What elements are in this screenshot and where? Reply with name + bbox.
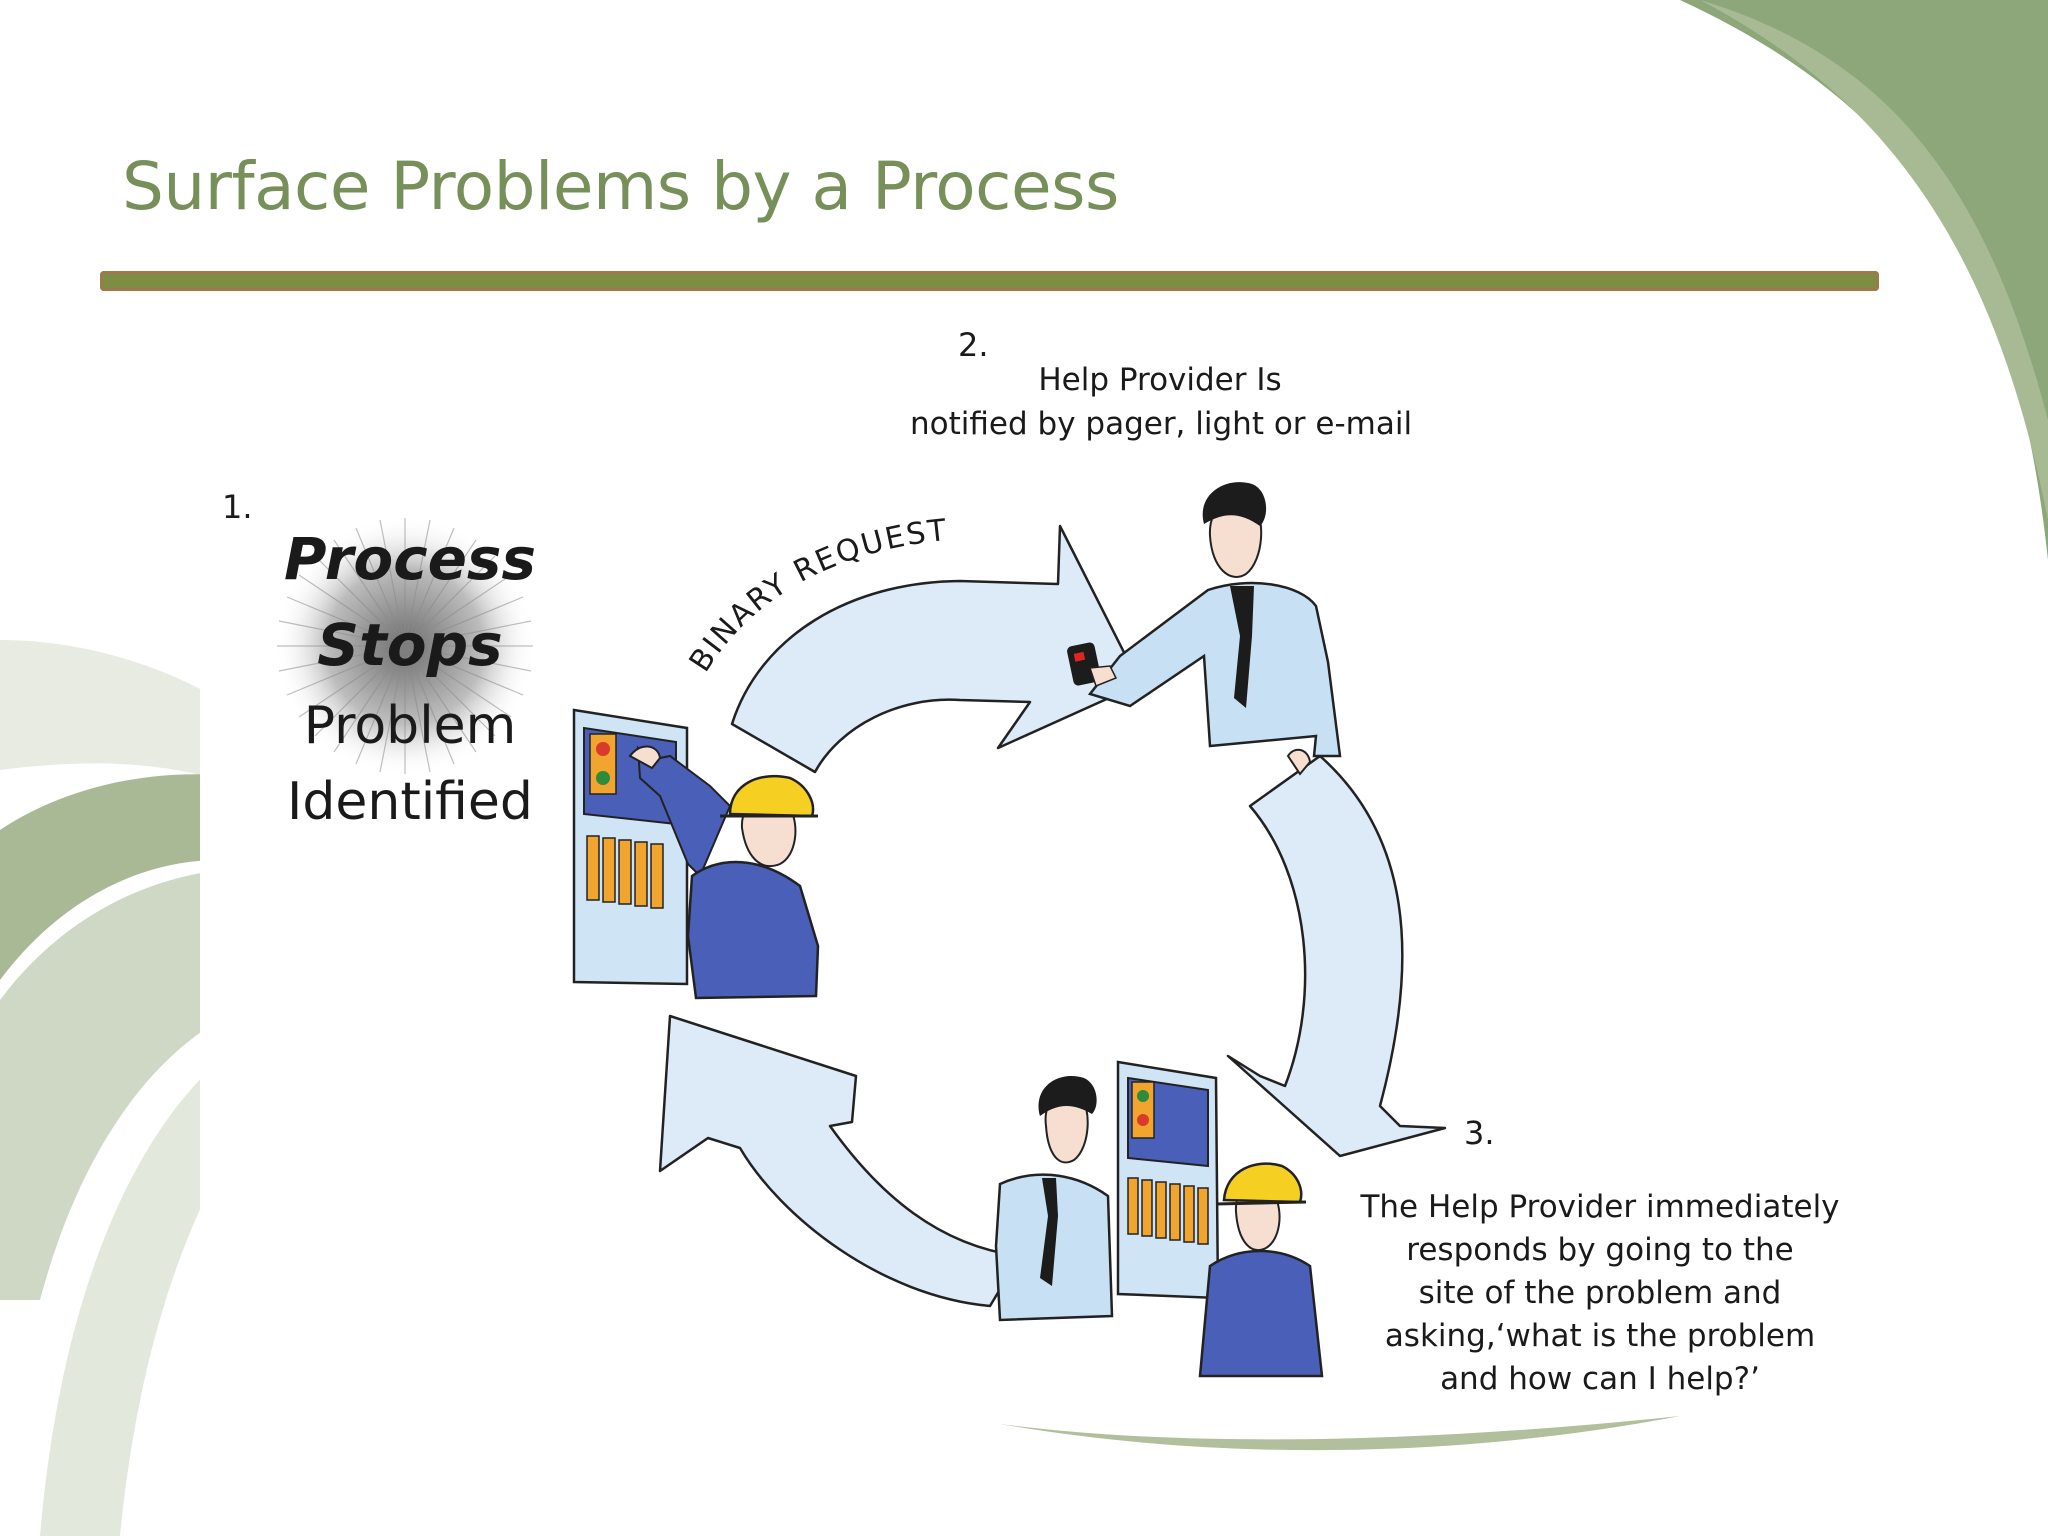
step3-line4: asking,‘what is the problem (1384, 1318, 1816, 1354)
step3-line1: The Help Provider immediately (1360, 1189, 1840, 1225)
process-diagram: BINARY REQUEST (200, 316, 1880, 1416)
left-swoosh-dark (0, 774, 220, 980)
step3-text: The Help Provider immediately responds b… (1350, 1186, 1850, 1401)
pager-icon (1067, 642, 1118, 687)
left-swoosh-mid (0, 870, 220, 1300)
starburst-icon (275, 516, 535, 776)
step2-line2: notified by pager, light or e-mail (910, 406, 1413, 442)
step3-number: 3. (1464, 1114, 1495, 1152)
slide-title: Surface Problems by a Process (122, 148, 1119, 225)
cycle-arrow-top (730, 524, 1142, 774)
operator-icon (628, 745, 820, 1000)
control-panel-icon (572, 708, 689, 986)
step3-line5: and how can I help?’ (1440, 1361, 1760, 1397)
step1-text: Process Stops Problem Identified (260, 516, 560, 840)
operator-icon-bottom (1198, 1162, 1324, 1378)
step2-line1: Help Provider Is (1038, 362, 1282, 398)
help-provider-icon-bottom (994, 1075, 1114, 1322)
step1-line3: Problem (303, 696, 517, 756)
step1-number: 1. (222, 488, 253, 526)
cycle-arrow-right (1226, 754, 1447, 1158)
top-right-swoosh (1680, 0, 2048, 560)
title-underline-rule (100, 271, 1879, 291)
step1-line1: Process (284, 525, 536, 593)
step1-line4: Identified (287, 772, 533, 832)
step3-line2: responds by going to the (1406, 1232, 1794, 1268)
cycle-arrow-bottom (658, 1014, 1022, 1308)
step2-text: Help Provider Is notified by pager, ligh… (910, 358, 1413, 446)
control-panel-icon-bottom (1116, 1060, 1220, 1300)
step3-line3: site of the problem and (1418, 1275, 1782, 1311)
cycle-arrows-and-figures: BINARY REQUEST (275, 482, 1447, 1378)
step1-line2: Stops (317, 611, 503, 679)
step2-number: 2. (958, 326, 989, 364)
top-right-swoosh-light (1700, 0, 2048, 520)
bottom-swoosh (1000, 1416, 1680, 1451)
left-swoosh-outer (0, 640, 220, 780)
left-swoosh-bottom (40, 1060, 300, 1536)
help-provider-icon (1087, 482, 1342, 776)
